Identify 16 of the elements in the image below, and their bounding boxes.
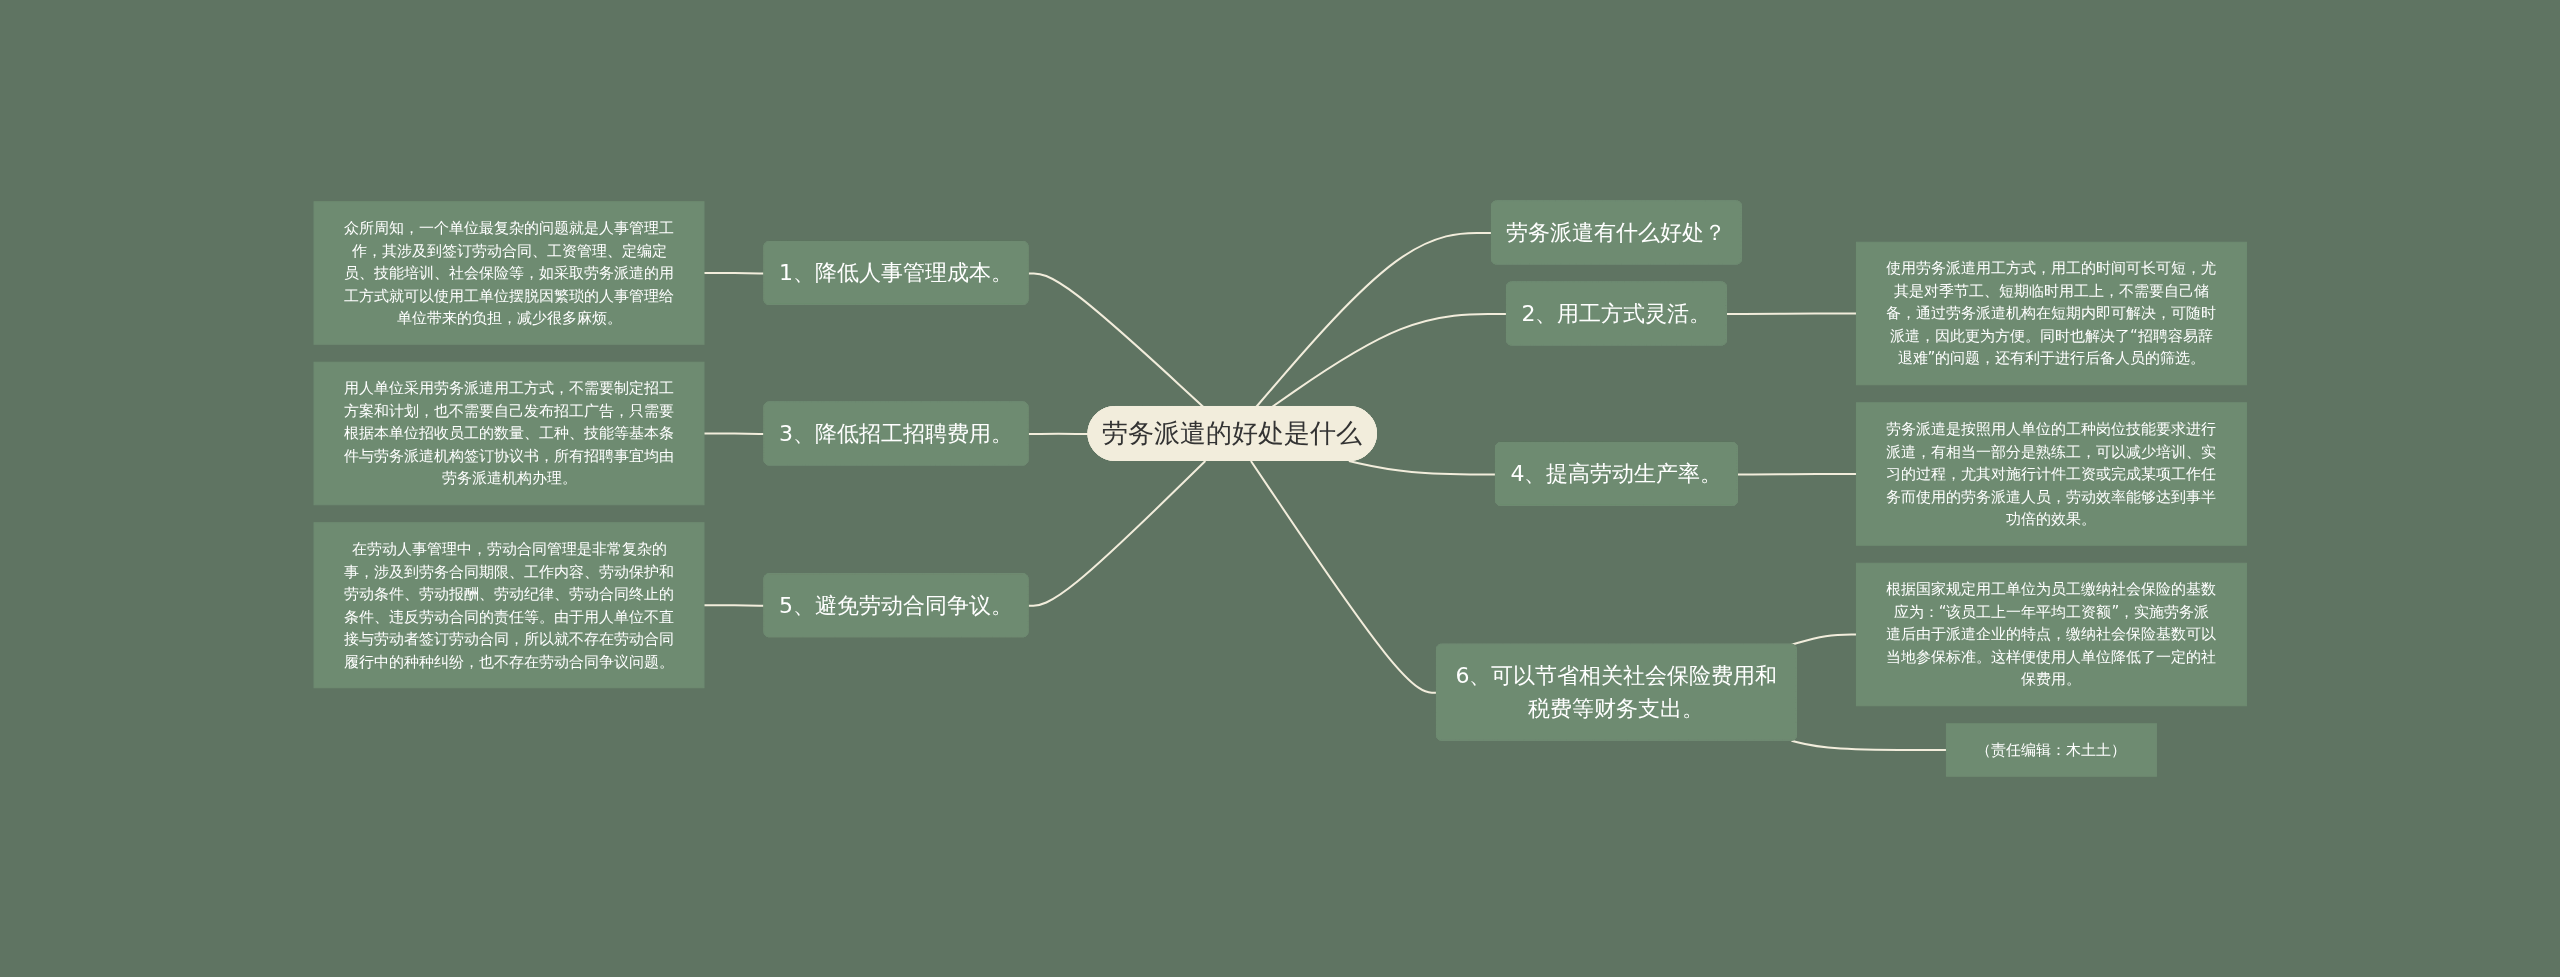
node-box: 用人单位采用劳务派遣用工方式，不需要制定招工方案和计划，也不需要自己发布招工广告，只需要根据本单位招收员工的数量、工种、技能等基本条件与劳务派遣机构签订协议书，所有招聘事宜均由劳务派遣机构办理。 [313, 361, 705, 506]
connector [1270, 312, 1508, 408]
connector [1027, 272, 1205, 408]
node-box: （责任编辑：木土土） [1945, 723, 2157, 777]
node-box: 使用劳务派遣用工方式，用工的时间可长可短，尤其是对季节工、短期临时用工上，不需要自己储备，通过劳务派遣机构在短期内即可解决，可随时派遣，因此更为方便。同时也解决了“招聘容易辞退难”的问题，还有利于进行后备人员的筛选。 [1855, 241, 2247, 386]
connector [1736, 472, 1858, 476]
node-box: 劳务派遣是按照用人单位的工种岗位技能要求进行派遣，有相当一部分是熟练工，可以减少培训、实习的过程，尤其对施行计件工资或完成某项工作任务而使用的劳务派遣人员，劳动效率能够达到事半功倍的效果。 [1855, 402, 2247, 546]
connector [1790, 739, 1948, 751]
node-box: 根据国家规定用工单位为员工缴纳社会保险的基数应为：“该员工上一年平均工资额”，实施劳务派遣后由于派遣企业的特点，缴纳社会保险基数可以当地参保标准。这样便使用人单位降低了一定的社保费用。 [1855, 562, 2247, 707]
node-box: 在劳动人事管理中，劳动合同管理是非常复杂的事，涉及到劳务合同期限、工作内容、劳动保护和劳动条件、劳动报酬、劳动纪律、劳动合同终止的条件、违反劳动合同的责任等。由于用人单位不直接与劳动者签订劳动合同，所以就不存在劳动合同履行中的种种纠纷，也不存在劳动合同争议问题。 [313, 522, 705, 689]
node-box: 众所周知，一个单位最复杂的问题就是人事管理工作，其涉及到签订劳动合同、工资管理、定编定员、技能培训、社会保险等，如采取劳务派遣的用工方式就可以使用工单位摆脱因繁琐的人事管理给单位带来的负担，减少很多麻烦。 [313, 201, 705, 345]
connector [1249, 459, 1438, 694]
connector [1027, 459, 1207, 607]
connector [1347, 459, 1497, 476]
connector [1725, 312, 1858, 315]
connector [1254, 231, 1493, 408]
